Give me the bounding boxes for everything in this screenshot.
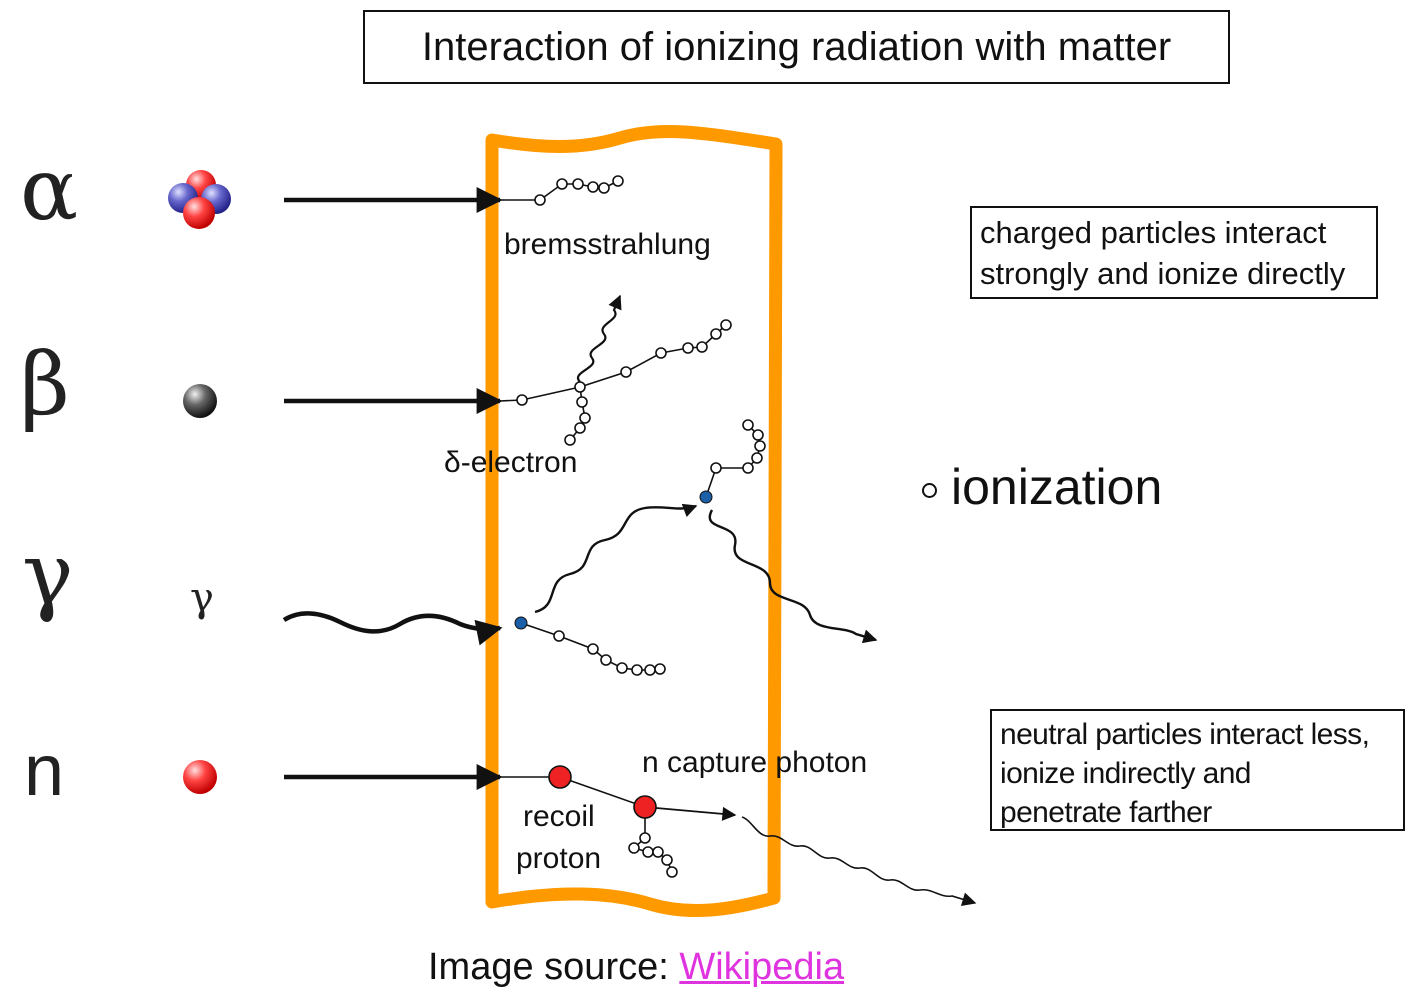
- wikipedia-link[interactable]: Wikipedia: [679, 946, 845, 988]
- neutral-particles-note: neutral particles interact less, ionize …: [990, 709, 1405, 831]
- scattered-gamma-1: [534, 503, 698, 614]
- gamma-photon-icon: γ: [190, 575, 214, 621]
- bremsstrahlung-label: bremsstrahlung: [504, 228, 711, 261]
- bremsstrahlung-photon: [576, 294, 622, 383]
- gamma-ionization-track: [520, 622, 666, 676]
- beta-particle-icon: [183, 384, 217, 418]
- diagram-title: Interaction of ionizing radiation with m…: [363, 10, 1230, 84]
- beta-ionization-track: [499, 319, 732, 446]
- charged-particles-note: charged particles interact strongly and …: [970, 206, 1378, 299]
- neutral-note-line-3: penetrate farther: [1000, 796, 1212, 829]
- capture-gamma-arrow: [644, 806, 737, 821]
- ionization-legend-label: ionization: [951, 459, 1163, 515]
- proton-ionization-track: [628, 807, 678, 878]
- compton-electron-track: [705, 419, 766, 498]
- neutron-symbol: n: [24, 731, 65, 811]
- charged-note-line-1: charged particles interact: [980, 215, 1327, 250]
- ionization-legend: ionization: [922, 458, 1162, 516]
- gamma-second-interaction-point: [699, 490, 713, 504]
- material-slab: [485, 124, 783, 917]
- ionization-dot-icon: [922, 482, 937, 498]
- neutron-particle-icon: [183, 760, 217, 794]
- neutron-capture-point: [633, 795, 657, 819]
- recoil-label: recoil: [523, 800, 595, 833]
- scattered-gamma-2: [708, 509, 878, 644]
- beta-symbol: β: [20, 335, 70, 435]
- image-source-prefix: Image source:: [428, 946, 680, 988]
- alpha-ionization-track: [500, 175, 624, 206]
- gamma-symbol: γ: [22, 525, 74, 625]
- gamma-interaction-point: [514, 616, 528, 630]
- proton-label: proton: [516, 842, 602, 875]
- neutral-note-line-2: ionize indirectly and: [1000, 757, 1251, 790]
- alpha-symbol: α: [20, 140, 79, 240]
- n-capture-photon-label: n capture photon: [642, 746, 868, 779]
- charged-note-line-2: strongly and ionize directly: [980, 256, 1346, 291]
- n-capture-photon-wave: [741, 816, 977, 907]
- delta-electron-label: δ-electron: [444, 446, 578, 479]
- image-source: Image source: Wikipedia: [428, 946, 844, 989]
- neutral-note-line-1: neutral particles interact less,: [1000, 718, 1370, 751]
- alpha-particle-icon: [168, 170, 231, 229]
- neutron-path-2: [559, 776, 646, 808]
- recoil-proton-point: [548, 765, 572, 789]
- gamma-incident-wave: [282, 611, 503, 646]
